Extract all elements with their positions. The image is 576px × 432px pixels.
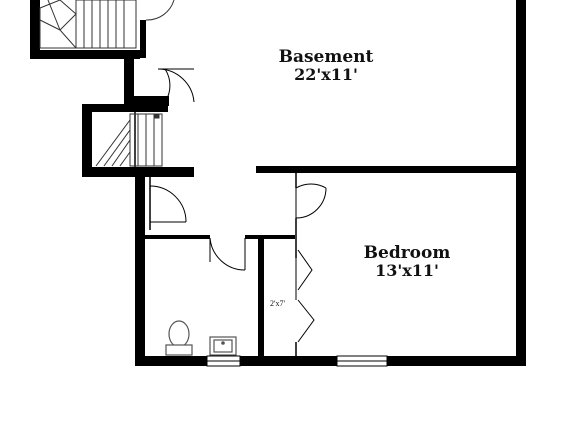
wall-lower-stair-top: [82, 104, 168, 112]
room-label-bedroom: Bedroom 13'x11': [347, 243, 467, 280]
stairs-upper: [39, 0, 175, 49]
toilet: [165, 320, 193, 356]
wall-lower-left: [135, 173, 145, 366]
room-size: 13'x11': [375, 260, 439, 280]
room-label-basement: Basement 22'x11': [266, 47, 386, 84]
thin-lines: [134, 108, 297, 356]
sink: [209, 336, 237, 356]
wall-lower-stair-bottom: [82, 167, 194, 177]
wall-corridor-left: [124, 56, 134, 106]
wall-bathroom-top: [145, 235, 210, 239]
walls: [30, 0, 526, 366]
closet-size-label: 2'x7': [270, 299, 285, 308]
wall-upper-left-vertical: [30, 0, 40, 56]
wall-bottom: [135, 356, 526, 366]
room-size: 22'x11': [294, 64, 358, 84]
wall-bathroom-closet: [258, 235, 264, 361]
windows: [206, 355, 388, 367]
room-name: Bedroom: [363, 243, 451, 263]
closet-doors: [295, 249, 315, 343]
wall-lower-stair-left: [82, 104, 92, 177]
wall-upper-stair-right: [140, 20, 146, 58]
wall-exterior-right: [516, 0, 526, 366]
wall-basement-bedroom: [256, 166, 521, 173]
room-name: Basement: [278, 47, 374, 67]
wall-corridor-ledge: [124, 96, 169, 106]
door-swings: [149, 68, 327, 271]
wall-upper-left-bottom: [30, 50, 140, 59]
stairs-lower: [95, 113, 163, 167]
wall-bathroom-top-right: [245, 235, 295, 239]
